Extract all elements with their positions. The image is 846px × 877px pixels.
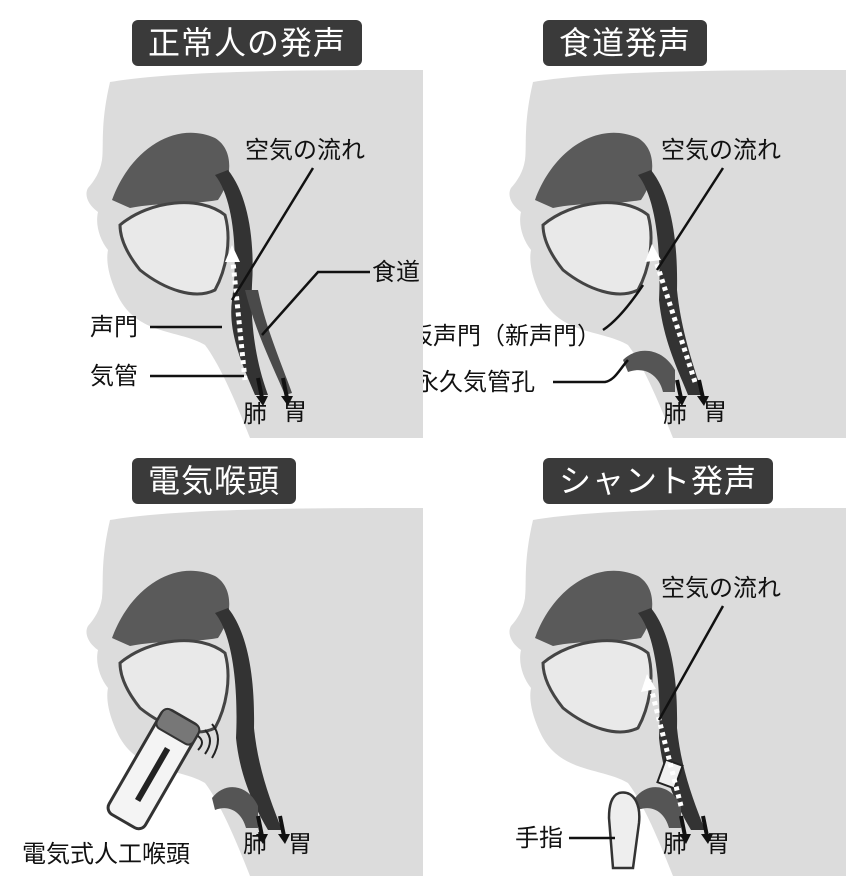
leader-air-flow — [657, 605, 725, 721]
stoma-tube — [212, 787, 258, 828]
lungs-arrow — [675, 379, 683, 399]
nasal-cavity — [112, 570, 230, 646]
airflow-arrowhead — [645, 244, 661, 262]
stomach-arrow — [281, 377, 289, 399]
illustration-part — [155, 707, 201, 746]
panel-electrolarynx: 電気喉頭 電気式人工喉頭 肺 胃 — [0, 438, 423, 876]
illustration-part — [135, 747, 171, 802]
illustration-part — [675, 396, 687, 406]
electrolarynx-device — [106, 707, 201, 831]
tongue-palate — [541, 201, 653, 296]
stomach-arrow — [278, 815, 286, 837]
label-lungs: 肺 — [243, 830, 267, 858]
illustration-part — [281, 396, 293, 406]
airflow-dotted-arrow — [650, 251, 698, 383]
airflow-arrowhead — [225, 245, 240, 262]
label-stoma: 永久気管孔 — [423, 368, 535, 396]
label-air-flow: 空気の流れ — [661, 574, 781, 602]
label-lungs: 肺 — [663, 400, 687, 428]
esophagus-tube — [245, 290, 292, 395]
panel-esophageal-speech: 食道発声 空気の流れ 仮声門（新声門） 永久気管孔 肺 胃 — [423, 0, 846, 438]
finger — [607, 791, 641, 870]
stoma-tube — [635, 787, 681, 828]
illustration-part — [278, 834, 290, 844]
stoma-tube — [623, 350, 675, 392]
head-cross-section-illustration — [86, 508, 423, 876]
label-air-flow: 空気の流れ — [245, 136, 365, 164]
head-cross-section-illustration — [509, 508, 846, 876]
lungs-arrow — [256, 377, 264, 399]
label-lungs: 肺 — [243, 400, 267, 428]
panel-title-normal: 正常人の発声 — [132, 20, 363, 66]
label-esophagus: 食道 — [372, 258, 420, 286]
panel-title-esophageal: 食道発声 — [543, 20, 708, 66]
label-trachea: 気管 — [90, 362, 138, 390]
illustration-part — [697, 396, 709, 406]
nasal-cavity — [535, 570, 653, 646]
nasal-cavity — [112, 132, 230, 208]
illustration-part — [256, 834, 268, 844]
tongue-palate — [541, 639, 653, 734]
label-pseudo-glottis: 仮声門（新声門） — [423, 322, 601, 350]
leader-pseudo-glottis — [602, 284, 645, 332]
leader-stoma — [553, 359, 629, 384]
illustration-part — [701, 834, 713, 844]
airflow-arrowhead — [641, 674, 656, 692]
label-stomach: 胃 — [706, 830, 730, 858]
airflow-dotted-arrow — [229, 251, 248, 381]
pharynx-esophagus — [215, 608, 282, 830]
panel-title-shunt: シャント発声 — [543, 458, 774, 504]
illustration-part — [679, 834, 691, 844]
panel-normal-speech: 正常人の発声 空気の流れ 食道 声門 気管 肺 胃 — [0, 0, 423, 438]
label-stomach: 胃 — [288, 830, 312, 858]
label-air-flow: 空気の流れ — [661, 136, 781, 164]
lungs-arrow — [256, 815, 264, 837]
pharynx-esophagus — [638, 170, 703, 395]
label-lungs: 肺 — [663, 830, 687, 858]
head-cross-section-illustration — [86, 70, 423, 438]
stomach-arrow — [701, 815, 709, 837]
leader-air-flow — [655, 167, 725, 271]
tongue-palate — [118, 639, 230, 734]
airflow-dotted-arrow — [646, 679, 684, 807]
illustration-part — [256, 396, 268, 406]
stomach-arrow — [697, 379, 705, 399]
leader-air-flow — [230, 167, 315, 301]
vibration-marks — [197, 723, 219, 759]
tongue-palate — [118, 201, 230, 296]
leader-esophagus — [261, 270, 370, 336]
label-glottis: 声門 — [90, 313, 138, 341]
nasal-cavity — [535, 132, 653, 208]
label-finger: 手指 — [515, 824, 563, 852]
label-stomach: 胃 — [283, 398, 307, 426]
panel-shunt-speech: シャント発声 空気の流れ 手指 肺 胃 — [423, 438, 846, 876]
label-stomach: 胃 — [703, 398, 727, 426]
label-device: 電気式人工喉頭 — [22, 840, 190, 868]
lungs-arrow — [679, 815, 687, 837]
panel-title-electrolarynx: 電気喉頭 — [132, 458, 297, 504]
head-cross-section-illustration — [509, 70, 846, 438]
pharynx-esophagus — [638, 608, 705, 830]
